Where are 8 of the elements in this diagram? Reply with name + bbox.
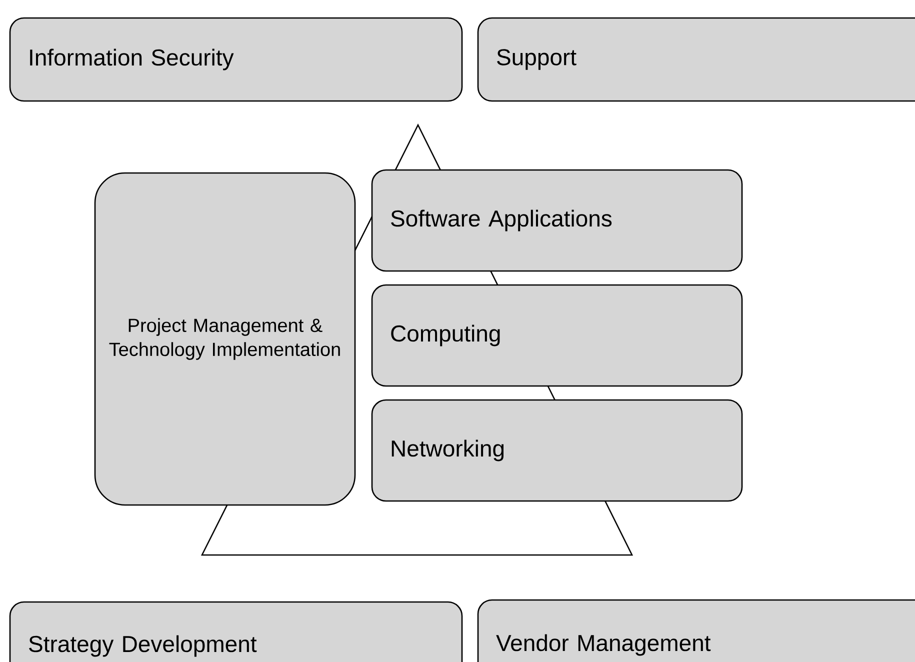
- category-box: Project Management & Technology Implementation: [94, 172, 356, 506]
- category-box: Information Security: [9, 17, 463, 102]
- category-box: Vendor Management: [477, 599, 915, 662]
- category-box: Support: [477, 17, 915, 102]
- category-box: Networking: [371, 399, 743, 502]
- category-box: Software Applications: [371, 169, 743, 272]
- category-box: Strategy Development: [9, 601, 463, 662]
- category-box: Computing: [371, 284, 743, 387]
